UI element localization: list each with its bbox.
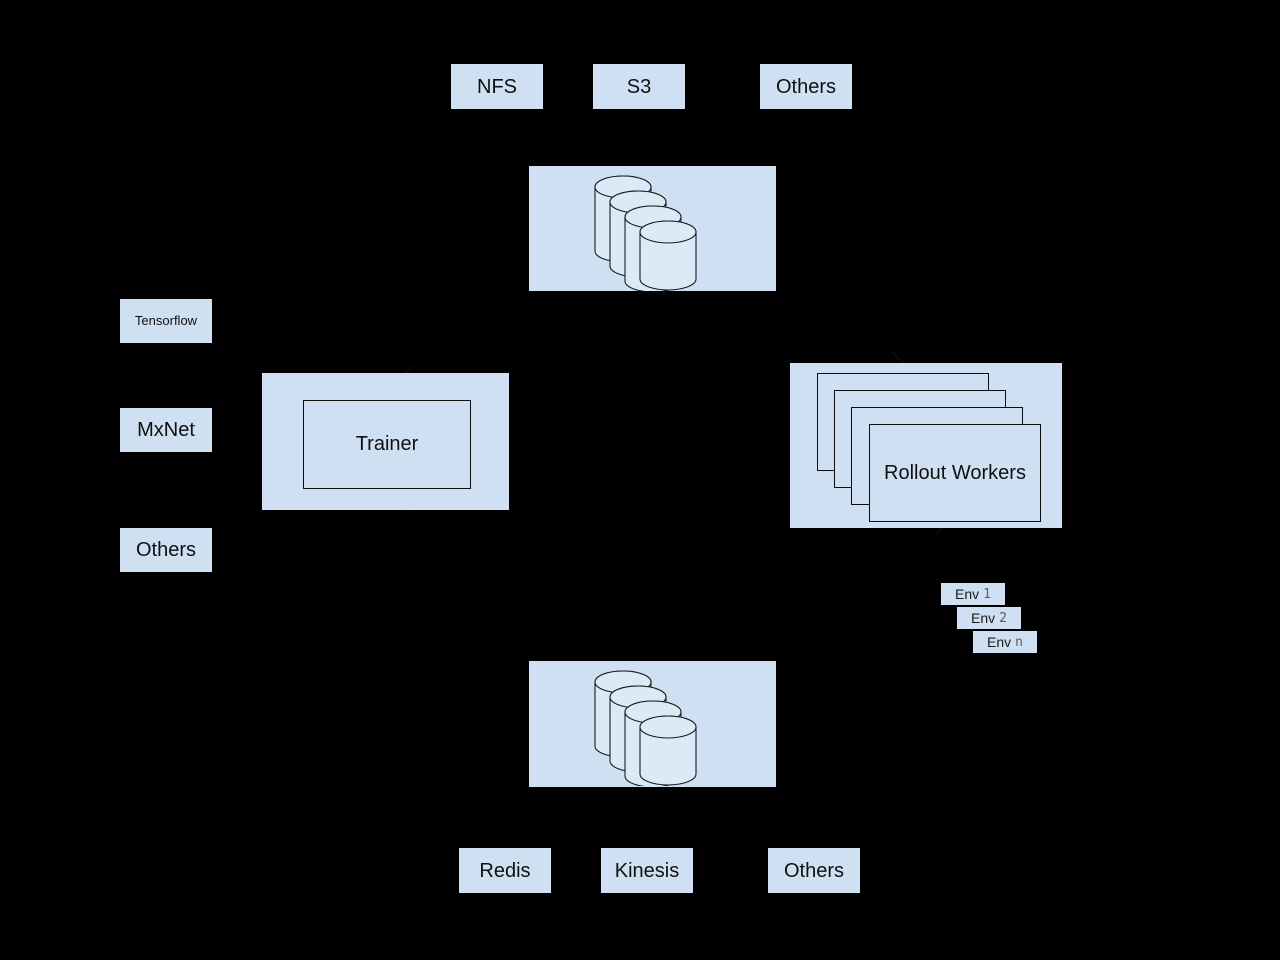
env-chip-2-name: Env [971,610,996,626]
trainer-label: Trainer [355,433,419,455]
trainer-group: Trainer [262,373,509,510]
streaming-service-kinesis-label: Kinesis [614,859,680,882]
env-chip-1-name: Env [955,586,980,602]
storage-service-nfs[interactable]: NFS [451,64,543,109]
storage-service-others[interactable]: Others [760,64,852,109]
storage-service-s3[interactable]: S3 [593,64,685,109]
rollout-worker-card-1[interactable]: Rollout Workers [869,424,1041,522]
framework-mxnet-label: MxNet [137,419,195,441]
env-chip-n[interactable]: Env n [973,631,1037,653]
env-chip-n-name: Env [987,634,1012,650]
trainer-box[interactable]: Trainer [303,400,471,489]
streaming-service-redis-label: Redis [479,859,531,882]
storage-service-s3-label: S3 [626,75,652,98]
rollout-workers-label: Rollout Workers [884,461,1026,484]
streaming-service-redis[interactable]: Redis [459,848,551,893]
framework-others[interactable]: Others [120,528,212,572]
framework-tensorflow-label: Tensorflow [134,312,198,328]
lower-storage-group [529,661,776,787]
streaming-service-kinesis[interactable]: Kinesis [601,848,693,893]
streaming-service-others-label: Others [783,859,845,882]
framework-tensorflow[interactable]: Tensorflow [120,299,212,343]
env-chip-2-index: 2 [999,610,1007,626]
rollout-workers-group: Rollout Workers [790,363,1062,528]
storage-service-others-label: Others [775,75,837,98]
streaming-service-others[interactable]: Others [768,848,860,893]
storage-service-nfs-label: NFS [477,75,517,98]
framework-mxnet[interactable]: MxNet [120,408,212,452]
env-chip-2[interactable]: Env 2 [957,607,1021,629]
env-chip-1-index: 1 [983,586,991,602]
database-stack-icon [594,175,697,291]
env-chip-1[interactable]: Env 1 [941,583,1005,605]
env-chip-n-index: n [1015,634,1023,650]
upper-storage-group [529,166,776,291]
database-stack-icon [594,670,697,786]
framework-others-label: Others [135,539,197,561]
